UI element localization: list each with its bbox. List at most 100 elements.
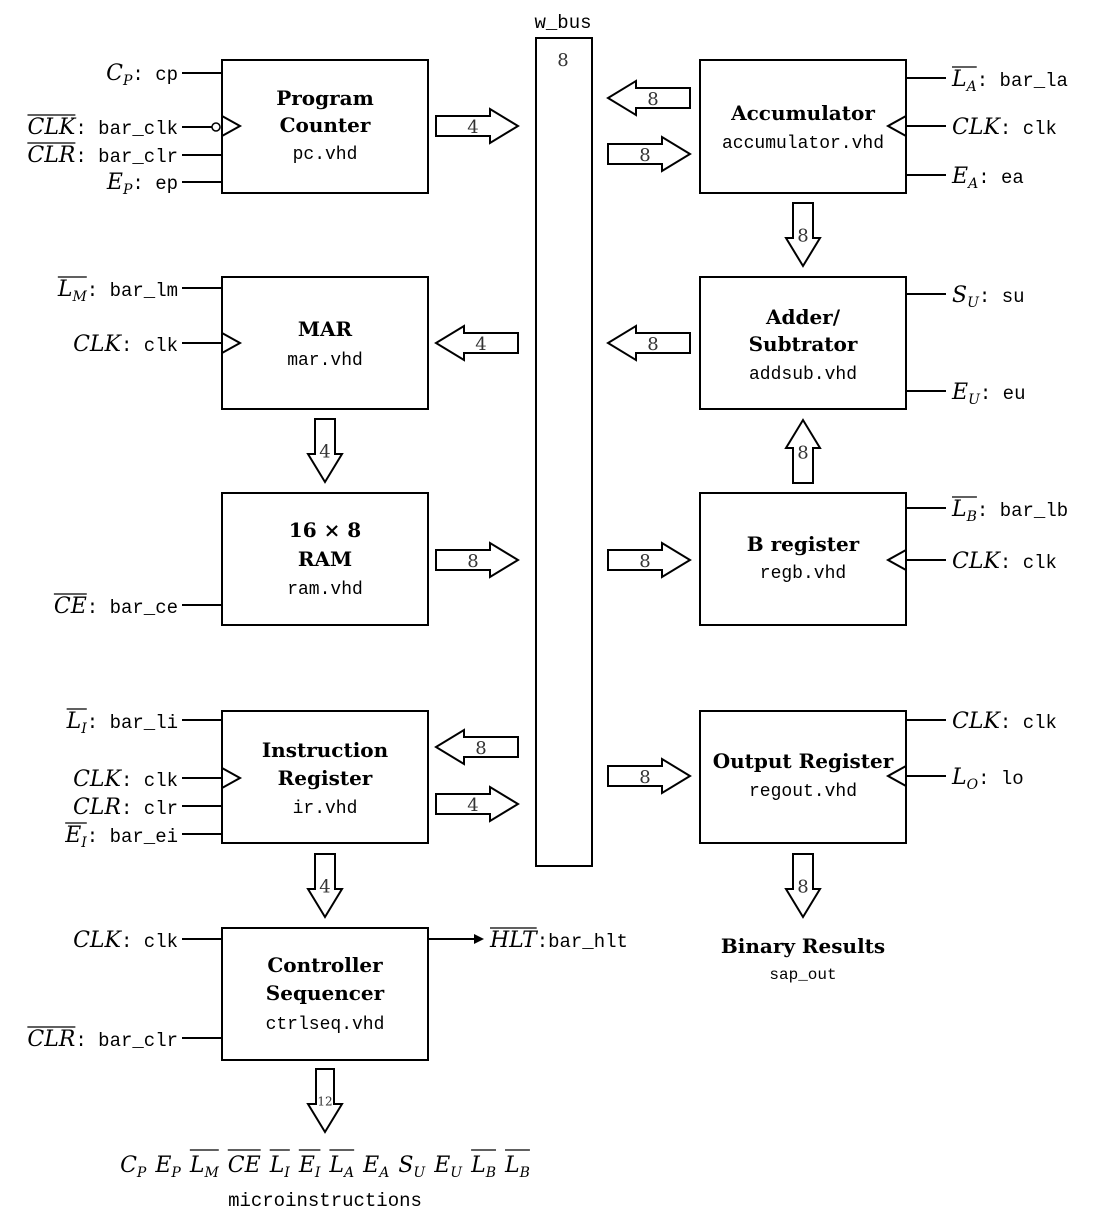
signal-text: CLR: bar_clr — [27, 1027, 178, 1052]
signal-text: HLT:bar_hlt — [489, 928, 628, 953]
signal-label-ir-clk: CLK: clk — [73, 767, 178, 792]
bus-arrow-shape — [607, 135, 692, 173]
signal-name: : bar_ei — [87, 826, 178, 848]
bus-width-label: 8 — [639, 551, 650, 572]
signal-symbol: L — [57, 277, 73, 302]
signal-symbol: C — [106, 61, 123, 86]
arrowhead-icon — [474, 934, 484, 944]
block-file: regout.vhd — [749, 782, 857, 802]
block-file: addsub.vhd — [749, 365, 857, 385]
microinstruction-symbol: L — [504, 1153, 520, 1178]
block-file: mar.vhd — [287, 351, 363, 371]
microinstruction-symbol: L — [328, 1153, 344, 1178]
block-title: Accumulator — [730, 101, 875, 125]
signal-label-mar-clk: CLK: clk — [73, 332, 178, 357]
clock-edge-icon — [221, 332, 243, 354]
output-register-box — [699, 710, 907, 844]
ram-to-bus-arrow: 8 — [435, 541, 520, 579]
signal-name: : clk — [121, 335, 178, 357]
signal-symbol: E — [64, 823, 81, 848]
controller-sequencer-box — [221, 927, 429, 1061]
signal-subscript: P — [122, 73, 133, 89]
signal-symbol: E — [951, 380, 968, 405]
signal-name: : bar_la — [977, 70, 1068, 92]
w-bus-width: 8 — [557, 50, 568, 71]
b-register-box — [699, 492, 907, 626]
signal-symbol: CLK — [952, 115, 1001, 140]
block-file: accumulator.vhd — [722, 134, 884, 154]
mar-to-ram-arrow: 4 — [306, 418, 344, 484]
signal-name: : eu — [980, 383, 1026, 405]
bus-width-label: 8 — [639, 145, 650, 166]
signal-text: CE: bar_ce — [54, 594, 178, 619]
bus-width-label: 4 — [467, 117, 478, 138]
bus-width-label: 12 — [317, 1095, 332, 1109]
signal-label-ir-li: LI: bar_li — [66, 708, 178, 737]
microinstruction-subscript: I — [283, 1165, 290, 1181]
bus-width-label: 8 — [797, 226, 808, 247]
microinstructions-label: microinstructions — [228, 1190, 422, 1212]
signal-text: CLK: clk — [952, 549, 1057, 574]
signal-text: CLR: clr — [73, 795, 178, 820]
acc-to-addsub-arrow: 8 — [784, 202, 822, 268]
bus-to-regb-arrow: 8 — [607, 541, 692, 579]
microinstruction-subscript: P — [170, 1165, 181, 1181]
microinstruction-symbol: E — [154, 1153, 171, 1178]
signal-label-mar-lm: LM: bar_lm — [57, 276, 178, 305]
signal-name: : bar_li — [87, 712, 178, 734]
microinstruction-subscript: U — [413, 1165, 426, 1181]
clock-edge-icon — [885, 765, 907, 787]
signal-symbol: L — [66, 709, 82, 734]
block-title: B register — [747, 532, 860, 556]
microinstruction-symbol: E — [362, 1153, 379, 1178]
signal-symbol: CLK — [952, 549, 1001, 574]
signal-subscript: I — [80, 835, 87, 851]
inversion-bubble-icon — [211, 122, 221, 132]
addsub-to-bus-arrow: 8 — [606, 324, 691, 362]
bus-width-label: 8 — [639, 767, 650, 788]
microinstruction-symbol: C — [120, 1153, 137, 1178]
signal-text: CLK: clk — [73, 332, 178, 357]
signal-symbol: CLK — [73, 928, 122, 953]
signal-name: : ep — [132, 173, 178, 195]
bus-arrow-shape — [784, 202, 822, 268]
microinstruction-symbol: L — [470, 1153, 486, 1178]
block-title: Register — [278, 766, 373, 790]
bus-arrow-shape — [606, 79, 691, 117]
signal-label-pc-cp: CP: cp — [106, 61, 178, 89]
bus-to-out-arrow: 8 — [607, 757, 692, 795]
microinstruction-subscript: A — [342, 1165, 354, 1181]
ir-to-ctrl-arrow: 4 — [306, 853, 344, 919]
signal-name: : cp — [132, 64, 178, 86]
clock-edge-icon — [221, 115, 243, 137]
signal-subscript: U — [968, 392, 981, 408]
signal-text: CLK: clk — [952, 709, 1057, 734]
signal-name: : clk — [1000, 118, 1057, 140]
signal-label-out-clk: CLK: clk — [952, 709, 1057, 734]
signal-label-as-su: SU: su — [952, 283, 1025, 311]
signal-name: : bar_lb — [977, 500, 1068, 522]
signal-label-acc-clk: CLK: clk — [952, 115, 1057, 140]
signal-name: : lo — [978, 768, 1024, 790]
signal-name: :bar_hlt — [537, 931, 628, 953]
signal-text: EU: eu — [951, 380, 1025, 408]
signal-text: LM: bar_lm — [57, 277, 178, 305]
bus-to-ir-arrow: 8 — [434, 728, 519, 766]
adder-subtractor-block: Adder/ Subtrator addsub.vhd — [699, 276, 946, 410]
bus-arrow-shape — [306, 1068, 344, 1134]
bus-width-label: 4 — [467, 795, 478, 816]
microinstruction-subscript: M — [203, 1165, 219, 1181]
block-title: Sequencer — [266, 981, 385, 1005]
w-bus: w_bus 8 — [534, 12, 593, 867]
bus-arrow-shape — [435, 541, 520, 579]
signal-name: : su — [979, 286, 1025, 308]
signal-label-pc-clk: CLK: bar_clk — [27, 114, 178, 140]
signal-name: : bar_clk — [75, 118, 178, 140]
signal-text: CLK: clk — [952, 115, 1057, 140]
signal-name: : bar_ce — [87, 597, 178, 619]
signal-text: EI: bar_ei — [64, 823, 178, 851]
acc-to-bus-arrow: 8 — [606, 79, 691, 117]
block-title: Counter — [280, 113, 371, 137]
